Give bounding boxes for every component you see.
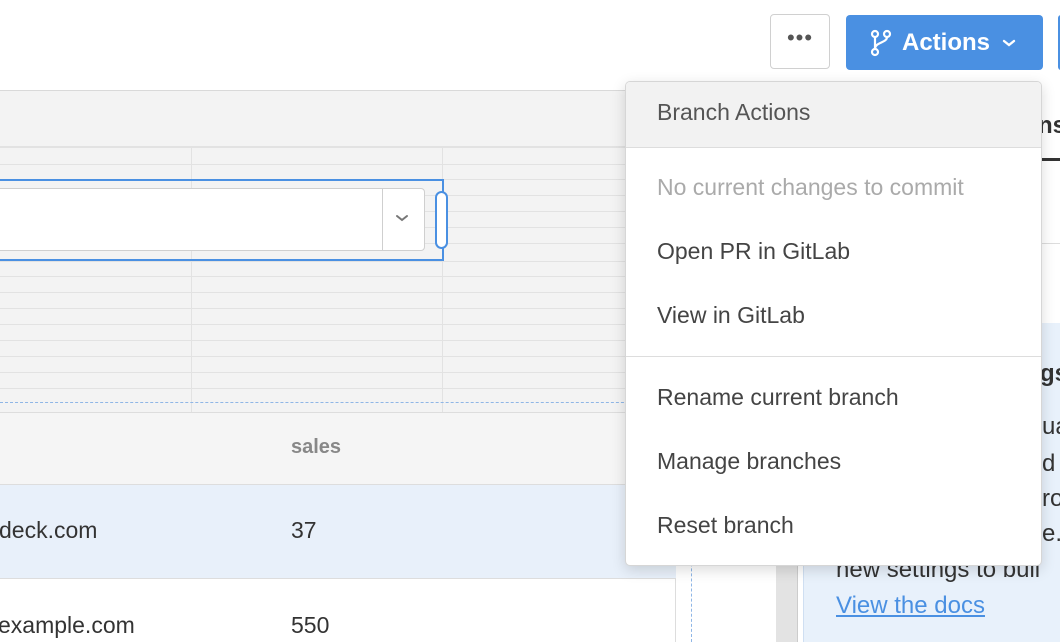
grid-line xyxy=(0,261,694,262)
info-callout-text: e. xyxy=(1042,520,1060,547)
menu-divider xyxy=(626,356,1041,357)
table-row[interactable]: example.com 550 xyxy=(0,579,676,642)
column-header-sales[interactable]: sales xyxy=(291,436,342,458)
grid-line xyxy=(0,164,694,165)
table-cell-sales: 37 xyxy=(291,517,317,543)
chevron-down-icon xyxy=(1002,39,1016,47)
grid-line xyxy=(0,372,694,373)
actions-button[interactable]: Actions xyxy=(846,15,1043,70)
table-cell-sales: 550 xyxy=(291,612,330,638)
menu-item-manage-branches[interactable]: Manage branches xyxy=(657,448,842,474)
table-cell-url: deck.com xyxy=(0,517,98,543)
info-callout-title: gs xyxy=(1040,360,1060,387)
grid-line xyxy=(0,388,694,389)
info-callout-text: d xyxy=(1042,450,1056,477)
menu-header: Branch Actions xyxy=(626,82,1041,148)
more-options-button[interactable]: ••• xyxy=(770,14,830,69)
menu-item-rename-branch[interactable]: Rename current branch xyxy=(657,384,899,410)
branch-actions-menu: Branch Actions No current changes to com… xyxy=(625,81,1042,566)
dashboard-canvas xyxy=(0,90,694,412)
menu-item-view-in-gitlab[interactable]: View in GitLab xyxy=(657,302,805,328)
ellipsis-icon: ••• xyxy=(786,24,814,50)
grid-line xyxy=(0,147,694,148)
sidebar-tab[interactable]: ns xyxy=(1038,112,1060,139)
grid-column-line xyxy=(191,147,192,412)
menu-item-open-pr[interactable]: Open PR in GitLab xyxy=(657,238,851,264)
git-branch-icon xyxy=(870,29,892,56)
active-tab-indicator xyxy=(1036,158,1060,161)
chevron-down-icon[interactable] xyxy=(395,213,409,223)
info-callout-text: ua xyxy=(1042,413,1060,440)
info-callout-text: new settings to buil xyxy=(836,556,1041,583)
table-header-row: sales xyxy=(0,413,676,485)
publish-button[interactable] xyxy=(1058,15,1060,70)
drop-zone-guide xyxy=(0,402,694,403)
scrollbar[interactable] xyxy=(776,560,798,642)
grid-line xyxy=(0,308,694,309)
grid-line xyxy=(0,340,694,341)
grid-line xyxy=(0,292,694,293)
table-cell-url: example.com xyxy=(0,612,135,638)
grid-column-line xyxy=(442,147,443,412)
info-callout-text: ro xyxy=(1042,485,1060,512)
grid-line xyxy=(0,324,694,325)
grid-line xyxy=(0,356,694,357)
dropdown-divider xyxy=(382,189,383,250)
view-docs-link[interactable]: View the docs xyxy=(836,592,985,619)
menu-item-reset-branch[interactable]: Reset branch xyxy=(657,512,794,538)
menu-item-commit: No current changes to commit xyxy=(657,174,964,200)
resize-handle[interactable] xyxy=(435,191,448,249)
actions-button-label: Actions xyxy=(902,28,991,56)
sidebar-divider xyxy=(1036,243,1060,244)
canvas-header-strip xyxy=(0,91,694,147)
menu-header-title: Branch Actions xyxy=(657,99,811,125)
grid-line xyxy=(0,276,694,277)
data-table: sales deck.com 37 example.com 550 xyxy=(0,412,676,642)
filter-dropdown[interactable] xyxy=(0,188,425,251)
table-row[interactable]: deck.com 37 xyxy=(0,485,676,579)
